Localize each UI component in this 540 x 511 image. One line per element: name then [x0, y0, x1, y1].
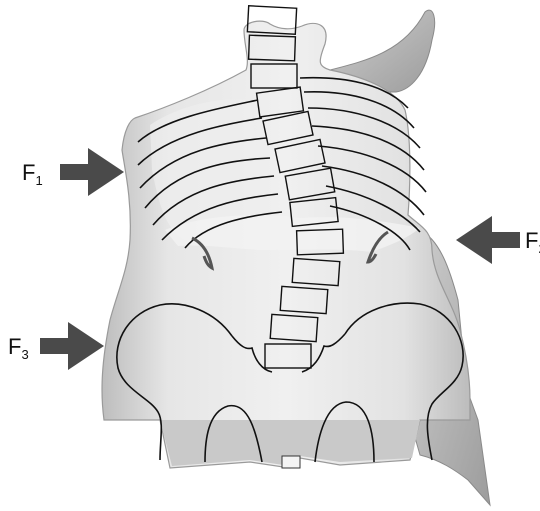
force-f1-label: F1 — [22, 160, 43, 188]
force-f3-label: F3 — [8, 334, 29, 362]
arrow-f2-shape — [456, 216, 520, 264]
force-arrow-f2: F2 — [456, 216, 540, 264]
sacrum-tip — [282, 456, 300, 468]
force-arrow-f3: F3 — [8, 322, 104, 370]
arrow-f3-shape — [40, 322, 104, 370]
force-arrow-f1: F1 — [22, 148, 124, 196]
force-f2-label: F2 — [525, 228, 540, 256]
arrow-f1-shape — [60, 148, 124, 196]
